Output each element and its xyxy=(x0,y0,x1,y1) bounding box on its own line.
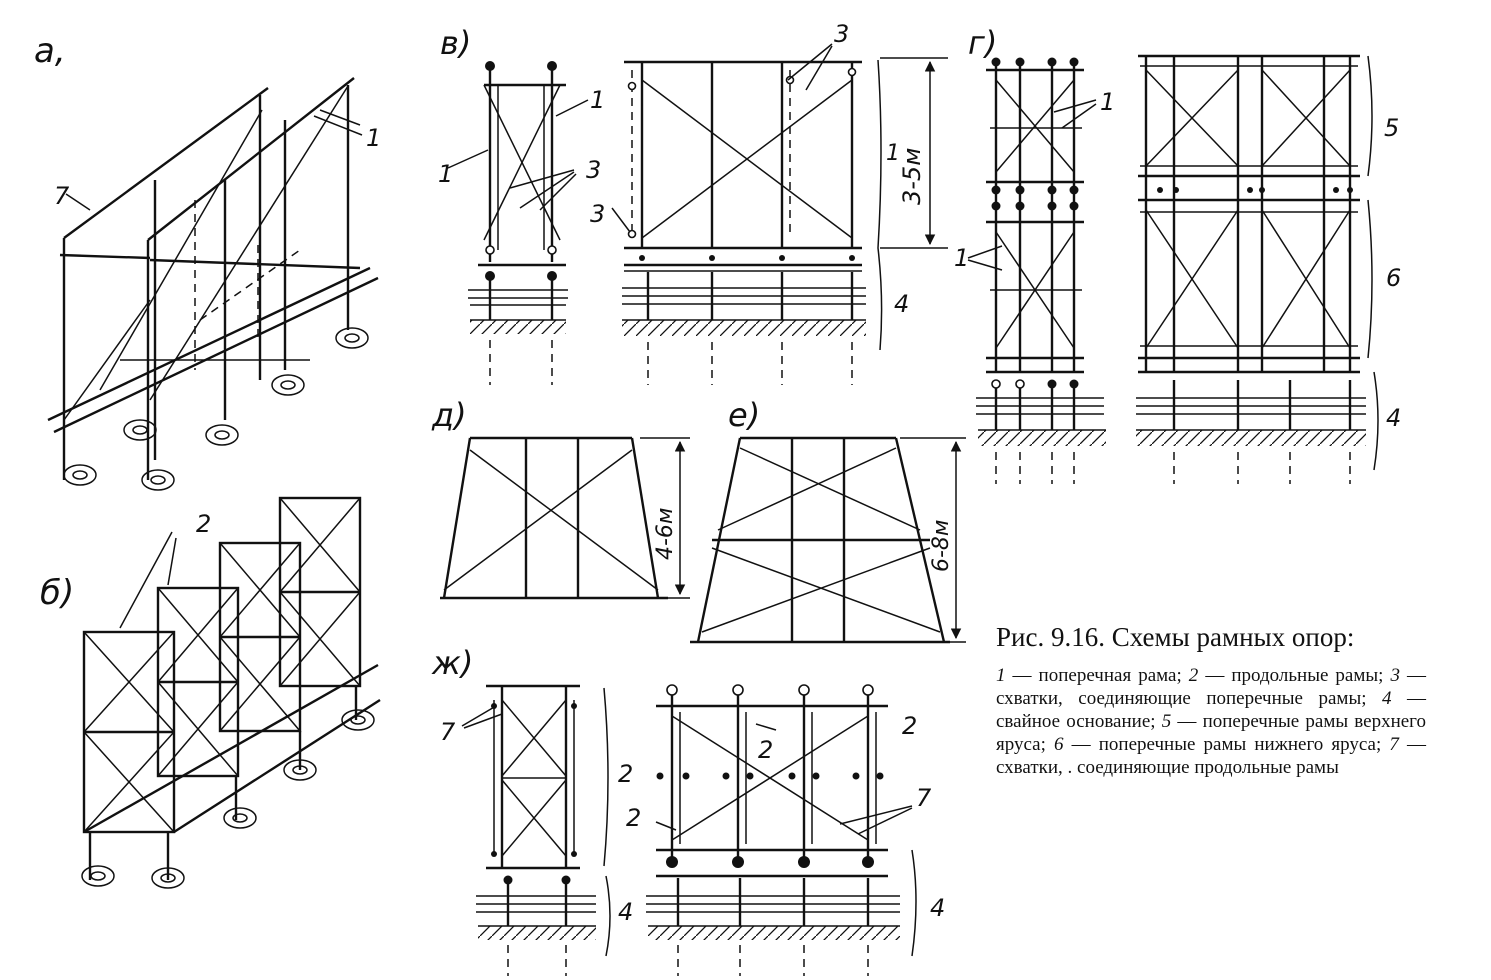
caption-legend: 1 — поперечная рама; 2 — продольные рамы… xyxy=(996,664,1426,779)
dim-e-height: 6-8м xyxy=(929,519,954,572)
num-5-g: 5 xyxy=(1384,114,1399,142)
num-4-v: 4 xyxy=(894,290,909,318)
num-2-b: 2 xyxy=(196,510,211,538)
num-2-zh-d: 2 xyxy=(626,804,641,832)
panel-b-isometric-frames xyxy=(81,496,381,889)
label-panel-b: б) xyxy=(40,573,74,613)
num-2-zh-b: 2 xyxy=(758,736,773,764)
num-6-g: 6 xyxy=(1386,264,1401,292)
num-1-a: 1 xyxy=(366,124,381,152)
frame-b3 xyxy=(218,541,302,733)
number-labels: 7 1 2 1 1 3 3 3 1 4 1 1 5 6 4 7 2 4 2 2 … xyxy=(54,20,1401,926)
num-2-zh-a: 2 xyxy=(618,760,633,788)
panel-zh-front-view xyxy=(646,684,917,976)
num-2-zh-c: 2 xyxy=(902,712,917,740)
leader-lines xyxy=(313,43,1097,835)
num-7-a: 7 xyxy=(54,182,70,210)
num-1-g-a: 1 xyxy=(1100,88,1115,116)
legend-num-2: 2 xyxy=(1188,665,1199,686)
num-1-v-left: 1 xyxy=(438,160,453,188)
legend-text-5: — поперечные рамы верхнего яруса; xyxy=(996,711,1426,755)
legend-text-6: — поперечные рамы нижнего яруса; xyxy=(1063,734,1390,755)
panel-a-isometric-frames xyxy=(47,77,379,491)
num-3-v-b: 3 xyxy=(590,200,605,228)
num-3-v-a: 3 xyxy=(586,156,601,184)
legend-text-2: — продольные рамы; xyxy=(1198,665,1391,686)
panel-labels: а, б) в) г) д) е) ж) xyxy=(34,24,997,682)
legend-num-4: 4 xyxy=(1382,688,1392,709)
panel-v-front-view xyxy=(622,57,948,385)
label-panel-a: а, xyxy=(34,31,66,71)
frame-b4 xyxy=(278,496,362,688)
num-4-g: 4 xyxy=(1386,404,1401,432)
legend-num-7: 7 xyxy=(1389,734,1399,755)
num-4-zh-b: 4 xyxy=(930,894,945,922)
frame-b1 xyxy=(82,630,176,834)
caption-title: Рис. 9.16. Схемы рамных опор: xyxy=(996,622,1355,652)
legend-num-6: 6 xyxy=(1054,734,1064,755)
num-1-v-right: 1 xyxy=(590,86,605,114)
legend-text-4: — свайное основание; xyxy=(996,688,1427,732)
legend-text-3: — схватки, соединяющие поперечные рамы; xyxy=(996,665,1426,709)
pile-ripples xyxy=(63,327,369,491)
panel-g-front-view xyxy=(1136,54,1379,484)
legend-num-1: 1 xyxy=(996,665,1006,686)
frame-b2 xyxy=(156,586,240,778)
num-1-v-dim: 1 xyxy=(886,141,900,166)
legend-num-5: 5 xyxy=(1161,711,1172,732)
num-7-zh-b: 7 xyxy=(916,784,932,812)
label-panel-e: е) xyxy=(728,396,760,434)
panel-zh-side-view xyxy=(476,684,611,976)
figure-caption: Рис. 9.16. Схемы рамных опор: 1 — попере… xyxy=(996,620,1426,779)
panel-v-side-view xyxy=(468,61,568,385)
panel-e-trapezoid-frame xyxy=(690,436,966,644)
num-7-zh: 7 xyxy=(440,718,456,746)
dim-d-height: 4-6м xyxy=(653,507,678,560)
num-4-zh-a: 4 xyxy=(618,898,633,926)
panel-d-trapezoid-frame xyxy=(440,436,690,600)
dimension-labels: 3-5м 4-6м 6-8м xyxy=(653,148,954,572)
dim-v-height: 3-5м xyxy=(898,148,926,205)
num-3-v-c: 3 xyxy=(834,20,849,48)
label-panel-v: в) xyxy=(440,24,471,62)
label-panel-g: г) xyxy=(968,24,997,62)
legend-text-7: — схватки, . соединяющие продольные рамы xyxy=(996,734,1426,778)
num-1-g-b: 1 xyxy=(954,244,969,272)
panel-g-side-view xyxy=(976,57,1106,484)
label-panel-d: д) xyxy=(431,396,467,434)
legend-num-3: 3 xyxy=(1390,665,1400,686)
pile-ripples-b xyxy=(81,709,375,889)
label-panel-zh: ж) xyxy=(431,644,473,682)
legend-text-1: — поперечная рама; xyxy=(1005,665,1189,686)
